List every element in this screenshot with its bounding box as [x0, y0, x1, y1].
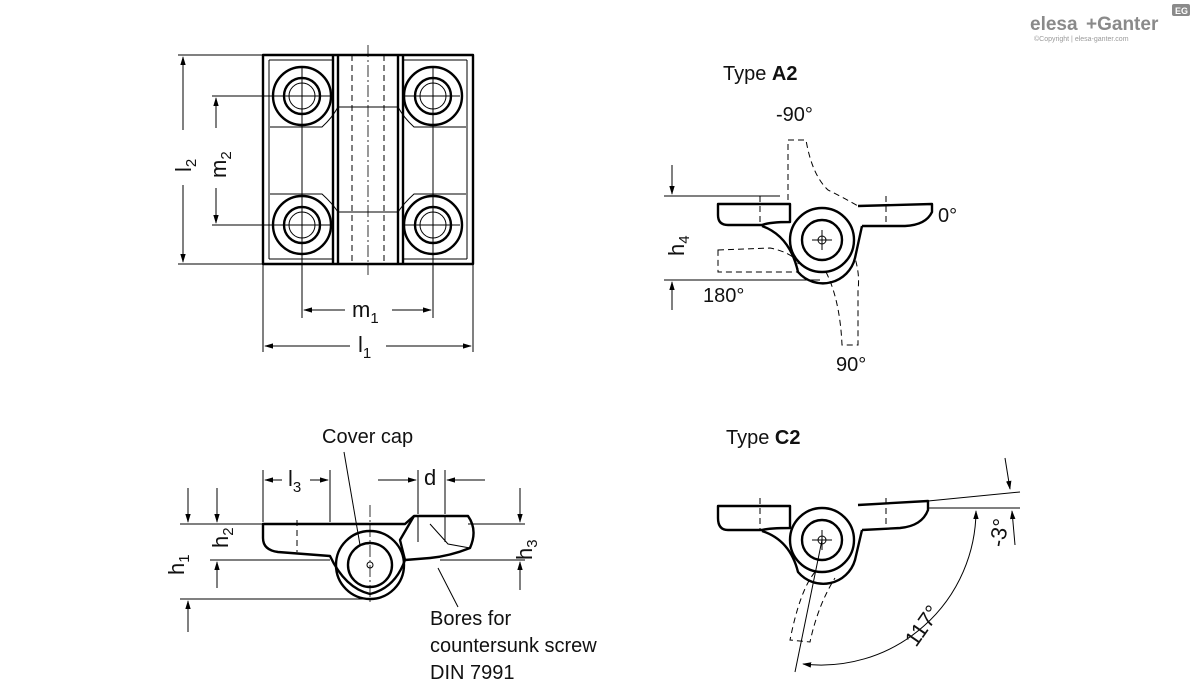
angle-117-label: 117° — [900, 601, 946, 651]
dim-l2-label: l2 — [171, 159, 200, 172]
type-a2-view: Type A2 -90° 0° 180° 90° h4 — [664, 63, 957, 376]
top-view: l2 m2 m1 l1 — [171, 45, 475, 362]
logo-elesa: elesa — [1030, 14, 1078, 35]
logo-ganter: +Ganter — [1086, 14, 1159, 35]
c2-right-leaf — [857, 499, 930, 532]
cover-cap-label: Cover cap — [322, 426, 413, 448]
dim-h2-label: h2 — [208, 527, 237, 548]
dim-h3-label: h3 — [512, 539, 541, 560]
bores-note-line1: Bores for — [430, 608, 511, 630]
copyright-text: ©Copyright | elesa-ganter.com — [1034, 35, 1129, 43]
angle-neg3-label: -3° — [984, 517, 1014, 549]
dim-h1-label: h1 — [164, 554, 193, 575]
angle-180-label: 180° — [703, 285, 744, 307]
a2-left-leaf — [716, 202, 792, 227]
side-view: Cover cap l3 d — [164, 426, 597, 683]
dim-m2-label: m2 — [206, 151, 235, 178]
type-a2-title: Type A2 — [723, 63, 798, 85]
a2-knuckle — [761, 224, 864, 285]
logo-badge-text: EG — [1175, 6, 1188, 16]
angle-0-label: 0° — [938, 205, 957, 227]
bores-note-line3: DIN 7991 — [430, 662, 515, 683]
dim-l3-label: l3 — [288, 466, 301, 496]
c2-left-leaf — [716, 504, 792, 532]
type-c2-view: Type C2 -3° 117° — [716, 427, 1021, 673]
dim-l1-label: l1 — [358, 332, 371, 362]
brand-logo: elesa +Ganter EG ©Copyright | elesa-gant… — [1030, 4, 1190, 43]
dim-m1-label: m1 — [352, 297, 379, 327]
angle-90-label: 90° — [836, 354, 866, 376]
dim-d-label: d — [424, 465, 436, 490]
logo-badge — [1172, 4, 1190, 16]
dim-h4-label: h4 — [664, 235, 693, 256]
side-view-body — [261, 514, 475, 596]
bores-note-line2: countersunk screw — [430, 635, 597, 657]
type-c2-title: Type C2 — [726, 427, 801, 449]
a2-right-leaf — [857, 202, 934, 228]
angle-neg90-label: -90° — [776, 104, 813, 126]
